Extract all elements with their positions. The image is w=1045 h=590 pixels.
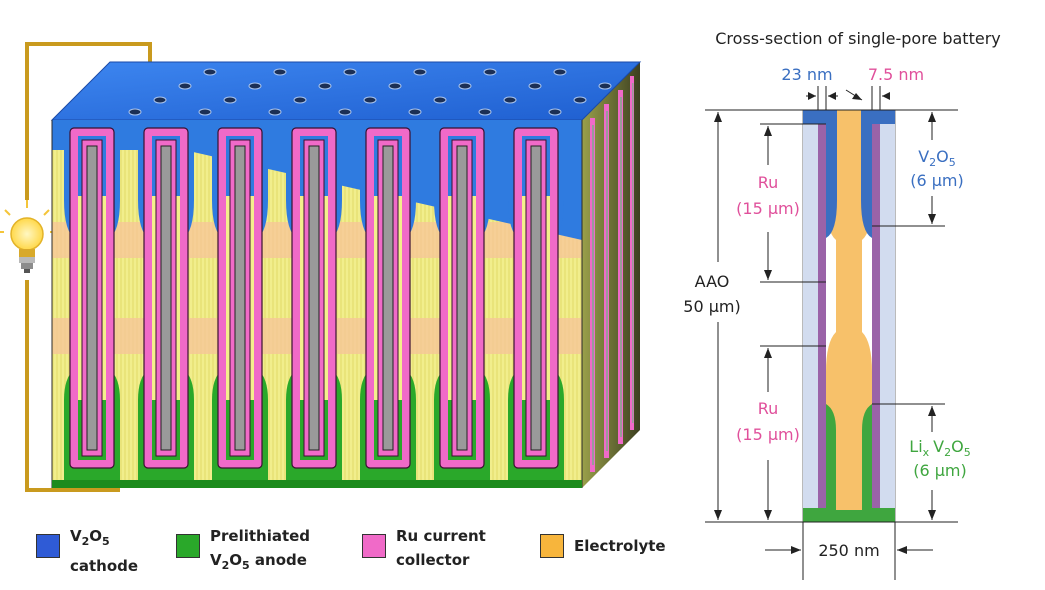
legend-anode: Prelithiated V2O5 anode xyxy=(176,524,356,584)
gray-rod xyxy=(234,145,246,451)
legend-label-electrolyte: Electrolyte xyxy=(574,537,666,555)
gray-rod xyxy=(456,145,468,451)
label-23nm: 23 nm xyxy=(781,65,832,84)
label-ru-bottom-length: (15 μm) xyxy=(736,425,800,444)
legend-ru: Ru current collector xyxy=(362,524,532,584)
legend-label-ru: Ru current collector xyxy=(396,527,486,569)
label-ru-bottom: Ru xyxy=(758,399,779,418)
light-bulb-icon xyxy=(0,200,55,273)
arrowheads xyxy=(714,92,936,554)
label-lixv2o5-length: (6 μm) xyxy=(913,461,967,480)
cross-section-title: Cross-section of single-pore battery xyxy=(715,29,1001,48)
legend-swatch-anode xyxy=(176,534,200,558)
label-aao-length: 50 μm) xyxy=(683,297,740,316)
legend-swatch-electrolyte xyxy=(540,534,564,558)
cube-bottom-edge xyxy=(52,480,582,488)
legend-label-cathode: V2O5 cathode xyxy=(70,527,139,575)
gray-rod xyxy=(308,145,320,451)
label-v2o5: V2O5 xyxy=(918,147,956,169)
label-ru-top-length: (15 μm) xyxy=(736,199,800,218)
legend-swatch-ru xyxy=(362,534,386,558)
legend-electrolyte: Electrolyte xyxy=(540,524,700,584)
label-aao: AAO xyxy=(695,272,730,291)
legend-cathode: V2O5 cathode xyxy=(36,524,186,584)
cube-side-face xyxy=(582,62,640,488)
label-7-5nm: 7.5 nm xyxy=(868,65,924,84)
gray-rod xyxy=(382,145,394,451)
label-250nm: 250 nm xyxy=(818,541,879,560)
cube-side-pores xyxy=(590,76,634,472)
gray-rod xyxy=(530,145,542,451)
pore-layers xyxy=(802,109,896,523)
cross-section-diagram: Cross-section of single-pore battery xyxy=(683,29,1001,580)
legend-label-anode: Prelithiated V2O5 anode xyxy=(210,527,311,572)
gray-rod xyxy=(86,145,98,451)
label-ru-top: Ru xyxy=(758,173,779,192)
top-pore-holes xyxy=(128,68,612,116)
pore-columns xyxy=(51,120,583,488)
legend-swatch-cathode xyxy=(36,534,60,558)
gray-rod xyxy=(160,145,172,451)
label-v2o5-length: (6 μm) xyxy=(910,171,964,190)
